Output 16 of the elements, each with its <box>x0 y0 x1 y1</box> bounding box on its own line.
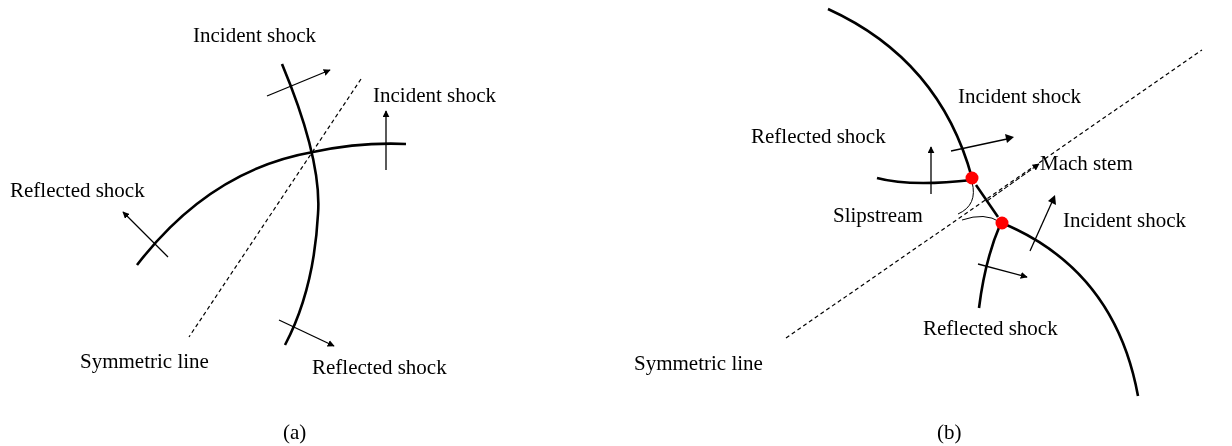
shock-label: Reflected shock <box>751 124 886 148</box>
shock-label: Mach stem <box>1040 151 1133 175</box>
shock-label: Incident shock <box>958 84 1082 108</box>
shock-label: Reflected shock <box>312 355 447 379</box>
mach-stem-line <box>974 184 1000 218</box>
leader-arrow <box>986 163 1040 202</box>
line-label: Symmetric line <box>80 349 209 373</box>
shock-label: Incident shock <box>193 23 317 47</box>
line-label: Symmetric line <box>634 351 763 375</box>
shock-label: Reflected shock <box>10 178 145 202</box>
panel-caption: (b) <box>937 420 962 444</box>
shock-label: Incident shock <box>373 83 497 107</box>
panel-caption: (a) <box>283 420 307 444</box>
shock-label: Reflected shock <box>923 316 1058 340</box>
slipstream-label: Slipstream <box>833 203 923 227</box>
shock-label: Incident shock <box>1063 208 1187 232</box>
